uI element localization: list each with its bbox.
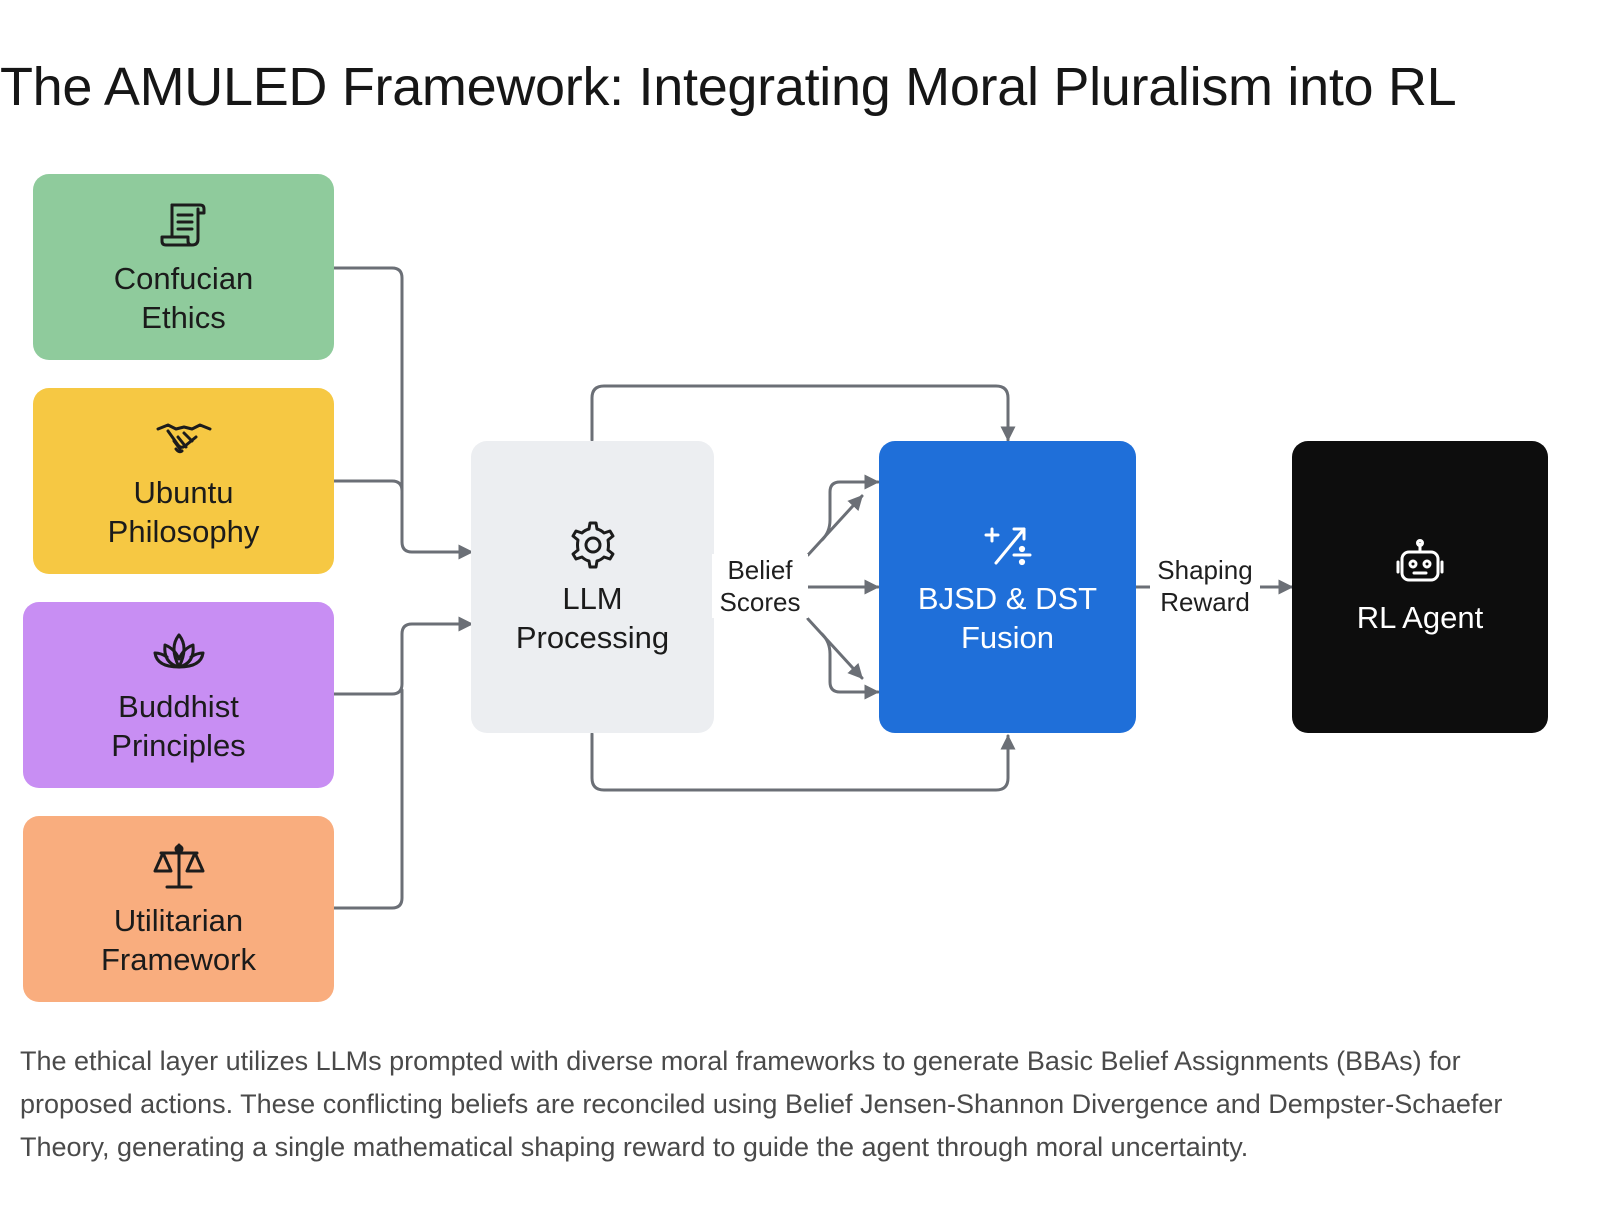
edge-confucian-to-llm xyxy=(332,266,474,560)
scroll-icon xyxy=(154,197,214,253)
llm-processing-box: LLM Processing xyxy=(471,441,714,733)
shaping-reward-label: Shaping Reward xyxy=(1150,554,1260,618)
gear-icon xyxy=(563,517,623,573)
framework-label: Utilitarian Framework xyxy=(100,903,256,977)
framework-box-ubuntu: Ubuntu Philosophy xyxy=(33,388,334,574)
framework-label: Confucian Ethics xyxy=(113,261,254,335)
diagram-caption: The ethical layer utilizes LLMs prompted… xyxy=(20,1046,1503,1162)
framework-box-confucian: Confucian Ethics xyxy=(33,174,334,360)
framework-label: Buddhist Principles xyxy=(111,689,246,763)
page-title: The AMULED Framework: Integrating Moral … xyxy=(0,57,1457,117)
framework-box-utilitarian: Utilitarian Framework xyxy=(23,816,334,1002)
scales-icon xyxy=(149,839,209,895)
fusion-label: BJSD & DST Fusion xyxy=(917,581,1098,655)
edge-belief-upper-1 xyxy=(806,494,864,557)
edge-ubuntu-to-llm xyxy=(332,479,404,502)
edge-belief-lower-2 xyxy=(820,632,880,700)
llm-processing-label: LLM Processing xyxy=(515,581,670,655)
edge-buddhist-to-llm xyxy=(332,616,474,696)
framework-label: Ubuntu Philosophy xyxy=(107,475,260,549)
belief-scores-label: Belief Scores xyxy=(712,554,808,618)
math-operators-icon xyxy=(978,517,1038,573)
edge-llm-top-to-fusion xyxy=(590,384,1016,442)
rl-agent-label: RL Agent xyxy=(1356,599,1484,635)
lotus-icon xyxy=(149,625,209,681)
edge-belief-lower-1 xyxy=(806,617,864,680)
edge-utilitarian-to-llm xyxy=(332,688,404,910)
framework-box-buddhist: Buddhist Principles xyxy=(23,602,334,788)
edge-belief-upper-2 xyxy=(820,474,880,542)
fusion-box: BJSD & DST Fusion xyxy=(879,441,1136,733)
edge-llm-bottom-to-fusion xyxy=(590,732,1016,792)
handshake-icon xyxy=(154,411,214,467)
rl-agent-box: RL Agent xyxy=(1292,441,1548,733)
robot-icon xyxy=(1390,538,1450,594)
